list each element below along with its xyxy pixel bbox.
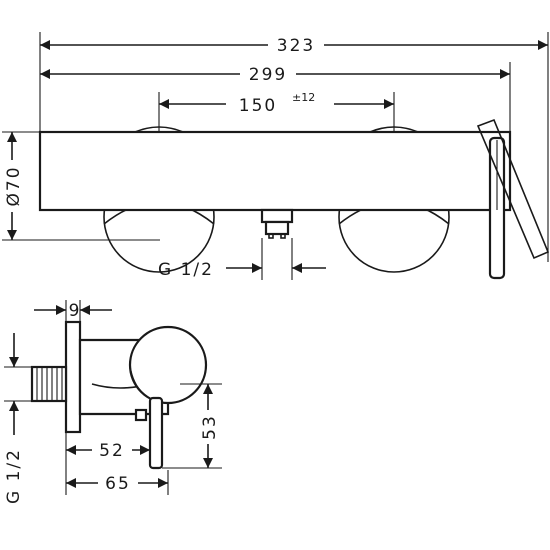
dim-wall-plate-thickness: 9 [69,301,82,321]
outlet-nut [264,220,290,236]
dim-center-distance: 150 [239,96,277,116]
dim-escutcheon-diameter: Ø70 [4,165,24,206]
dim-overall-width: 323 [277,36,315,56]
dim-projection-long: 65 [105,474,131,494]
mixer-body [38,130,512,212]
side-view: 9 G 1/2 53 52 65 [4,300,222,504]
lever-swing-position [476,118,550,260]
wall-plate [64,320,82,434]
dim-handle-height: 53 [200,414,220,440]
side-lever [148,396,164,470]
dim-center-tolerance: ±12 [292,91,315,104]
dim-projection-short: 52 [99,441,125,461]
threaded-inlet [30,365,68,403]
dim-inlet-thread-side: G 1/2 [4,448,24,504]
front-view: 323 299 150 ±12 Ø70 G 1/2 [2,32,550,280]
dim-inlet-thread-front: G 1/2 [158,260,214,280]
shower-outlet [260,208,294,224]
side-outlet [134,408,148,422]
dim-body-width: 299 [249,65,287,85]
